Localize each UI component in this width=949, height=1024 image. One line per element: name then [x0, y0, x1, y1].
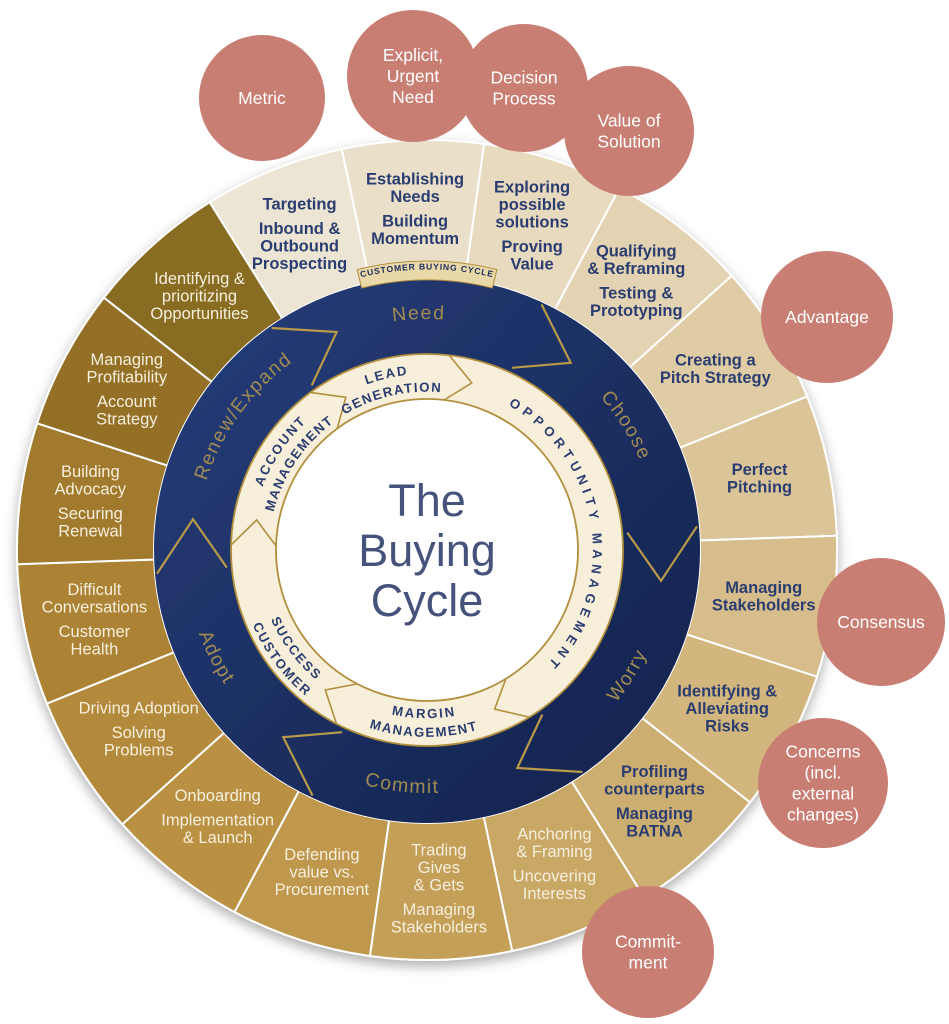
stage-arrow-chevron [281, 731, 343, 797]
stage-arrow-chevron [511, 303, 573, 369]
customer-buying-cycle-badge [356, 260, 498, 289]
stage-label-need: Need [391, 302, 446, 326]
process-divider-chevron [443, 354, 473, 401]
bubble-circle [582, 886, 714, 1018]
bubble-advantage: Advantage [761, 251, 893, 383]
bubble-metric: Metric [199, 35, 325, 161]
bubble-circle [199, 35, 325, 161]
bubble-commit-ment: Commit-ment [582, 886, 714, 1018]
center-circle [275, 398, 579, 702]
stage-arrow-chevron [626, 525, 698, 583]
stage-arrow-chevron [271, 326, 339, 386]
bubble-label: Advantage [785, 307, 869, 327]
bubble-circle [347, 10, 479, 142]
bubble-circle [564, 66, 694, 196]
bubble-label: Metric [238, 88, 286, 108]
process-divider-chevron [230, 518, 277, 547]
process-divider-chevron [493, 678, 530, 718]
stage-arrow-chevron [515, 714, 583, 774]
bubble-circle [460, 24, 588, 152]
bubble-circle [817, 558, 945, 686]
process-divider-chevron [310, 391, 347, 429]
bubble-circle [758, 718, 888, 848]
process-label-margin: MARGIN [391, 703, 457, 722]
bubble-label: Commit-ment [615, 932, 681, 973]
bubble-consensus: Consensus [817, 558, 945, 686]
stage-arrow-chevron [156, 517, 228, 575]
process-ring-outer-edge [230, 353, 624, 747]
bubble-label: Consensus [837, 612, 925, 632]
wheel-group: CUSTOMER BUYING CYCLENeedChooseWorryComm… [15, 139, 839, 961]
customer-stages-ring [154, 277, 700, 823]
process-divider-chevron [324, 683, 358, 725]
bubble-circle [761, 251, 893, 383]
wheel-root: CUSTOMER BUYING CYCLENeedChooseWorryComm… [15, 139, 839, 961]
seller-process-ring [231, 354, 623, 746]
